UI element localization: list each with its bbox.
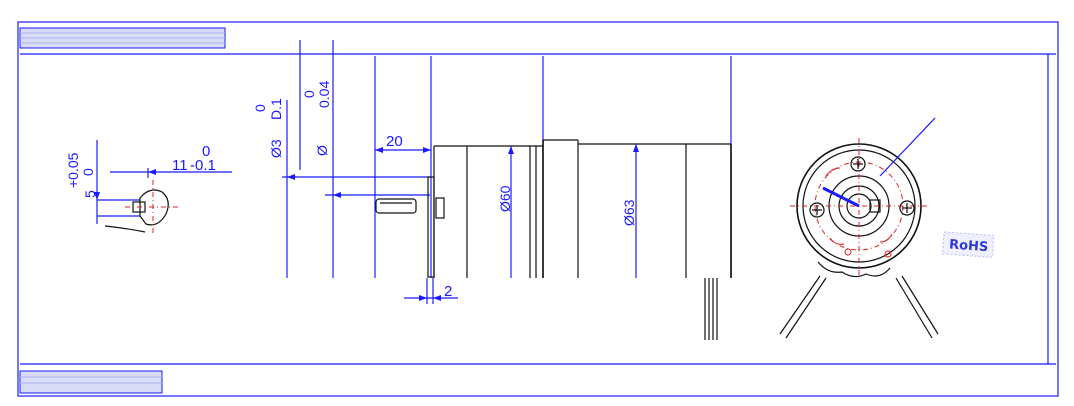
motor-dia-label: Ø63 bbox=[621, 199, 637, 226]
width-tol-upper: 0 bbox=[202, 143, 210, 160]
drawing-frame bbox=[17, 21, 1059, 397]
width-tol-lower: -0.1 bbox=[190, 157, 216, 174]
output-shaft bbox=[375, 198, 417, 214]
keyway-tol-lower: 0 bbox=[80, 168, 96, 176]
motor-body bbox=[543, 139, 732, 278]
front-view: RoHS bbox=[779, 117, 995, 339]
flange-thickness-label: 2 bbox=[444, 283, 452, 300]
rear-terminal-block bbox=[817, 261, 891, 278]
title-block-bottom bbox=[19, 370, 163, 394]
mounting-screw-left bbox=[809, 202, 825, 218]
keyway-tol-upper: +0.05 bbox=[65, 152, 81, 188]
width-value: 11 bbox=[172, 157, 188, 174]
gearbox-body bbox=[433, 140, 544, 278]
shaft-length-label: 20 bbox=[386, 133, 403, 150]
rohs-stamp: RoHS bbox=[941, 231, 995, 258]
motor-outer-circle bbox=[796, 143, 922, 269]
mounting-screw-right bbox=[899, 200, 915, 216]
lead-wires-side bbox=[704, 278, 718, 340]
keyway-depth-label: 5 bbox=[82, 190, 98, 198]
mounting-screw-top bbox=[850, 156, 866, 172]
shaft-dia-tol-lower: D.1 bbox=[268, 98, 284, 120]
shaft-dia-label: Ø3 bbox=[268, 139, 284, 158]
bore-tol-upper: 0 bbox=[301, 90, 317, 98]
svg-text:RoHS: RoHS bbox=[949, 237, 989, 255]
bore-dia-label: Ø bbox=[314, 145, 330, 156]
lead-wires-front bbox=[779, 275, 939, 339]
gearbox-dia-label: Ø60 bbox=[497, 185, 513, 212]
shaft-detail-view: +0.05 0 5 0 11 -0.1 bbox=[65, 140, 232, 236]
bore-tol-lower: 0.04 bbox=[316, 81, 332, 108]
side-view: Ø3 0 D.1 Ø 0 0.04 20 Ø60 bbox=[252, 40, 732, 340]
shaft-dia-tol-upper: 0 bbox=[252, 104, 268, 112]
